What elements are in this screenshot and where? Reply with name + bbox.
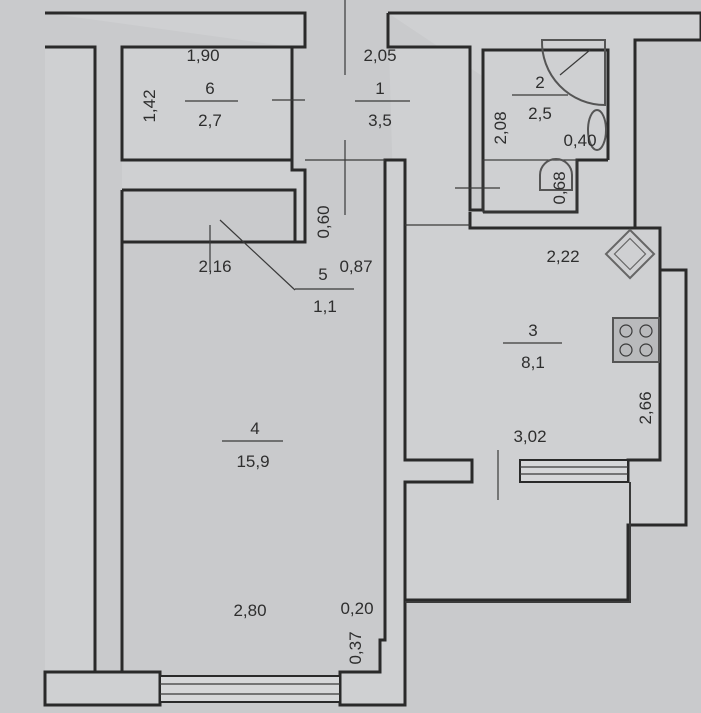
dim-wc-width: 0,68 (550, 171, 569, 204)
dim-room6-width: 1,90 (186, 46, 219, 65)
window-room4 (159, 675, 341, 703)
room6-number: 6 (205, 79, 214, 98)
room5-area: 1,1 (313, 297, 337, 316)
stove-icon (612, 317, 660, 363)
central-wall (338, 158, 474, 707)
room4-area: 15,9 (236, 452, 269, 471)
wc-room (482, 159, 578, 213)
dim-kitchen-depth: 2,66 (636, 391, 655, 424)
door-marks (209, 0, 500, 291)
dim-room1-width: 2,05 (363, 46, 396, 65)
dim-room5-width: 2,16 (198, 257, 231, 276)
room2-area: 2,5 (528, 104, 552, 123)
balcony-outline (405, 482, 631, 603)
dim-kitchen-window: 3,02 (513, 427, 546, 446)
room1-number: 1 (375, 79, 384, 98)
room6-area: 2,7 (198, 111, 222, 130)
room3-area: 8,1 (521, 353, 545, 372)
balcony-door (497, 450, 629, 500)
dim-room5-side: 0,87 (339, 257, 372, 276)
room3-number: 3 (528, 321, 537, 340)
room1-area: 3,5 (368, 111, 392, 130)
bottom-wall (43, 670, 162, 707)
dim-room4-niche-depth: 0,37 (346, 631, 365, 664)
dim-kitchen-width: 2,22 (546, 247, 579, 266)
room6-wall (122, 158, 307, 244)
kitchen-sink-icon (604, 228, 656, 280)
dim-room4-niche: 0,20 (340, 599, 373, 618)
shower-icon (540, 39, 606, 107)
room4-number: 4 (250, 419, 259, 438)
toilet-icon (539, 158, 573, 191)
dim-room6-depth: 1,42 (140, 89, 159, 122)
dim-room5-depth: 0,60 (314, 205, 333, 238)
room5-number: 5 (318, 265, 327, 284)
room2-number: 2 (535, 73, 544, 92)
dim-room4-width: 2,80 (233, 601, 266, 620)
dim-room2-depth: 2,08 (491, 111, 510, 144)
sink-icon (587, 109, 607, 151)
dim-room2-sink: 0,40 (563, 131, 596, 150)
